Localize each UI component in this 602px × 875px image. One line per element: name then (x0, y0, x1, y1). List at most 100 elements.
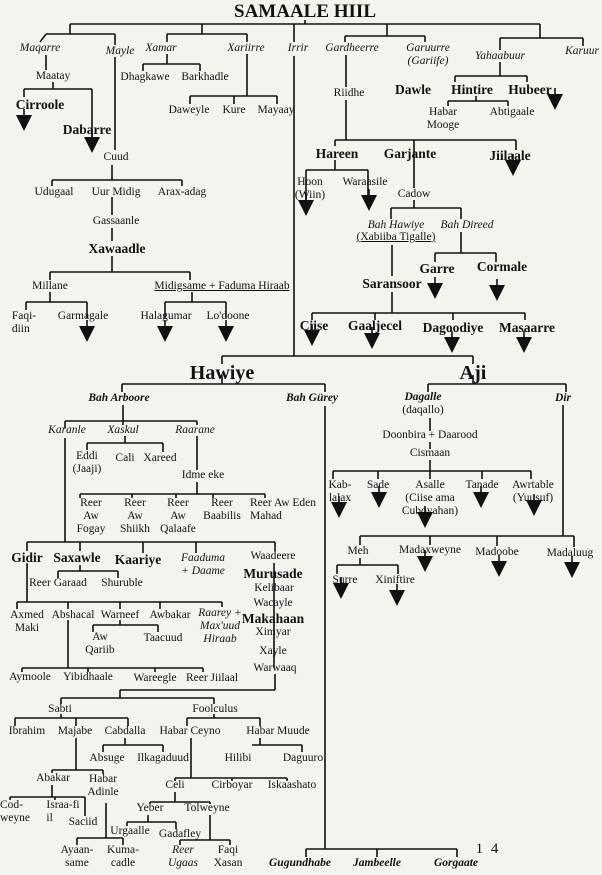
arrow-down-icon (489, 279, 505, 301)
node-araxadag: Arax-adag (157, 186, 207, 198)
node-xareed: Xareed (143, 452, 177, 464)
node-iskaashato: Iskaashato (267, 779, 317, 791)
arrow-down-icon (16, 109, 32, 131)
node-warwaaq: Warwaaq (253, 662, 297, 674)
node-raarane: Raarane (175, 424, 215, 436)
node-dagalle: Dagalle (404, 391, 442, 403)
arrow-down-icon (333, 577, 349, 599)
node-kure: Kure (222, 104, 246, 116)
node-aymoole: Aymoole (9, 671, 51, 683)
node-celi: Celi (165, 779, 185, 791)
node-bahdireed: Bah Direed (440, 219, 494, 231)
node-dir: Dir (555, 392, 571, 404)
node-kaariye: Kaariye (114, 552, 162, 567)
node-gidir: Gidir (11, 550, 43, 565)
arrow-down-icon (389, 584, 405, 606)
arrow-down-icon (473, 486, 489, 508)
arrow-down-icon (371, 486, 387, 508)
node-reerbaabilis: Reer Baabilis (203, 497, 241, 522)
node-bahgurey: Bah Gürey (285, 392, 339, 404)
node-abakar: Abakar (36, 772, 70, 784)
arrow-down-icon (444, 331, 460, 353)
node-tanade: Tanade (465, 479, 499, 491)
node-dhagkawe: Dhagkawe (120, 71, 170, 83)
node-makahaan: Makahaan (241, 611, 305, 626)
node-saransoor: Saransoor (362, 276, 422, 291)
arrow-down-icon (564, 556, 580, 578)
node-habarmooge: Habar Mooge (426, 106, 460, 131)
node-xamar: Xamar (145, 42, 177, 54)
node-baharboore: Bah Arboore (88, 392, 150, 404)
node-garre: Garre (419, 261, 455, 276)
node-hilibi: Hilibi (224, 752, 252, 764)
node-taacuud: Taacuud (143, 632, 183, 644)
node-daweyle: Daweyle (168, 104, 210, 116)
node-sabti: Sabti (48, 703, 72, 715)
node-gugundhabe: Gugundhabe (269, 857, 331, 869)
node-ayaansame: Ayaan- same (60, 844, 94, 869)
node-ximyar: Ximyar (255, 626, 291, 638)
node-meh: Meh (347, 545, 369, 557)
node-tolweyne: Tolweyne (184, 802, 230, 814)
node-yibidhaale: Yibidhaale (63, 671, 113, 683)
node-xaskul: Xaskul (107, 424, 139, 436)
node-yeber: Yeber (136, 802, 164, 814)
node-karanle: Karanle (48, 424, 86, 436)
node-abtigaale: Abtigaale (489, 106, 535, 118)
node-udugaal: Udugaal (34, 186, 74, 198)
node-yahaabuur: Yahaabuur (474, 50, 526, 62)
arrow-down-icon (298, 194, 314, 216)
arrow-down-icon (157, 320, 173, 342)
node-codweyne: Cod- weyne (0, 799, 31, 824)
node-hoon: Hoon (Wiin) (294, 176, 326, 201)
node-cirboyar: Cirboyar (211, 779, 253, 791)
node-uurmidig: Uur Midig (91, 186, 141, 198)
node-cismaan: Cismaan (409, 447, 451, 459)
node-aji: Aji (459, 362, 487, 384)
node-daguuro: Daguuro (282, 752, 324, 764)
node-xabiiba: (Xabiiba Tigalle) (356, 231, 436, 243)
arrow-down-icon (505, 154, 521, 176)
node-waadeere: Waadeere (250, 550, 296, 562)
node-faqixasan: Faqi Xasan (213, 844, 243, 869)
node-israafiil: Israa-fi il (46, 799, 80, 824)
node-awqariib: Aw Qariib (85, 631, 115, 656)
node-reerawedenmahad: Reer Aw Eden Mahad (249, 497, 317, 522)
node-faadumadaame: Faaduma + Daame (180, 552, 226, 577)
node-gorgaate: Gorgaate (433, 857, 479, 869)
node-reergaraad: Reer Garaad (29, 577, 87, 589)
arrow-down-icon (331, 496, 347, 518)
arrow-down-icon (84, 131, 100, 153)
node-xariirre: Xariirre (227, 42, 265, 54)
node-habarceyno: Habar Ceyno (159, 725, 221, 737)
node-midigsame: Midigsame + Faduma Hiraab (154, 280, 290, 292)
node-xayle: Xayle (259, 645, 287, 657)
node-xiniftire: Xiniftire (375, 574, 415, 586)
node-abshacal: Abshacal (51, 609, 95, 621)
node-lodoone: Lo'doone (206, 310, 250, 322)
node-eddi: Eddi (Jaaji) (72, 450, 102, 475)
node-awrtable: Awrtable (Yuusuf) (512, 479, 554, 504)
node-reerjiilaal: Reer Jiilaal (185, 672, 239, 684)
node-urgaalle: Urgaalle (110, 825, 150, 837)
node-doonbira: Doonbira + Daarood (382, 429, 478, 441)
node-millane: Millane (32, 280, 68, 292)
node-majabe: Majabe (57, 725, 93, 737)
node-murusade: Murusade (243, 566, 303, 581)
node-gaaljecel: Gaaljecel (348, 318, 402, 333)
node-masaarre: Masaarre (499, 320, 555, 335)
arrow-down-icon (364, 327, 380, 349)
node-gardheerre: Gardheerre (325, 42, 379, 54)
node-gassaanle: Gassaanle (92, 215, 140, 227)
node-idmeeke: Idme eke (181, 469, 225, 481)
node-awbakar: Awbakar (149, 609, 191, 621)
node-ibrahim: Ibrahim (8, 725, 46, 737)
node-asalle: Asalle (Ciise ama Cuboyahan) (401, 479, 459, 517)
node-hubeer: Hubeer (508, 82, 552, 97)
node-dabarre: Dabarre (62, 122, 112, 137)
node-kelibaar: Kelibaar (254, 582, 294, 594)
connector-line (39, 33, 47, 43)
node-mayaay: Mayaay (257, 104, 295, 116)
arrow-down-icon (218, 320, 234, 342)
